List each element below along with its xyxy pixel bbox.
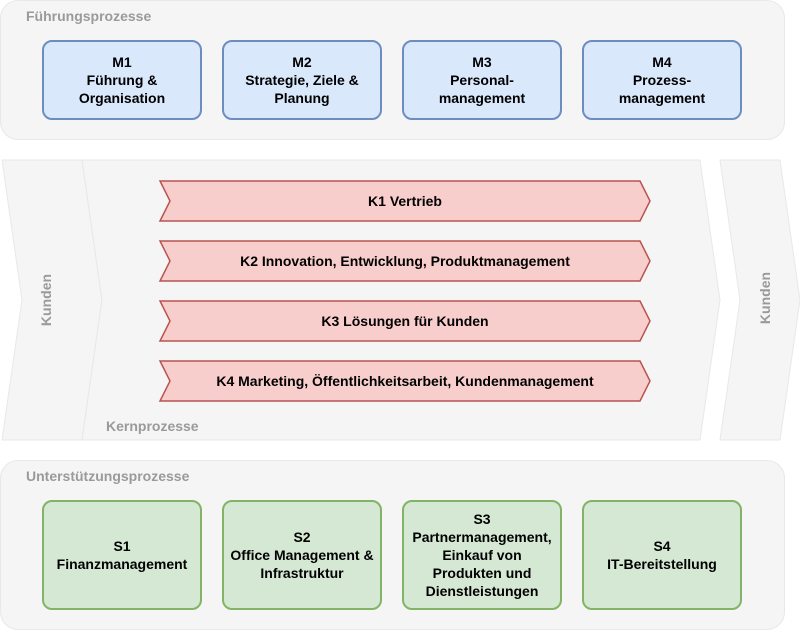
- box-code: S2: [293, 529, 311, 545]
- core-arrow-k1: [158, 180, 651, 222]
- box-code: S4: [653, 538, 671, 554]
- box-code: M4: [652, 54, 672, 70]
- customer-left-label: Kunden: [38, 273, 54, 327]
- core-label-k1: K1 Vertrieb: [368, 193, 442, 209]
- management-box-m3: M3 Personal- management: [402, 40, 562, 120]
- box-label: Strategie, Ziele & Planung: [245, 72, 359, 106]
- support-box-s3: S3 Partnermanagement, Einkauf von Produk…: [402, 500, 562, 610]
- box-code: S3: [473, 511, 491, 527]
- box-label: Führung & Organisation: [78, 72, 166, 106]
- core-label-k4: K4 Marketing, Öffentlichkeitsarbeit, Kun…: [216, 373, 594, 389]
- support-box-s1: S1 Finanzmanagement: [42, 500, 202, 610]
- support-box-s2: S2 Office Management & Infrastruktur: [222, 500, 382, 610]
- management-box-m2: M2 Strategie, Ziele & Planung: [222, 40, 382, 120]
- core-panel-title: Kernprozesse: [106, 418, 199, 434]
- box-code: S1: [113, 538, 131, 554]
- core-arrow-k4: [158, 360, 651, 402]
- support-panel-title: Unterstützungsprozesse: [26, 468, 190, 484]
- management-box-m1: M1 Führung & Organisation: [42, 40, 202, 120]
- box-label: Prozess- management: [618, 72, 706, 106]
- box-label: Office Management & Infrastruktur: [230, 547, 374, 581]
- box-label: Finanzmanagement: [56, 556, 188, 572]
- customer-right-chevron: [719, 159, 800, 441]
- core-arrow-k3: [158, 300, 651, 342]
- box-label: IT-Bereitstellung: [607, 556, 717, 572]
- support-box-s4: S4 IT-Bereitstellung: [582, 500, 742, 610]
- customer-right-label: Kunden: [757, 271, 773, 325]
- management-panel-title: Führungsprozesse: [26, 8, 152, 24]
- core-label-k3: K3 Lösungen für Kunden: [321, 313, 489, 329]
- box-code: M3: [472, 54, 492, 70]
- core-arrow-k2: [158, 240, 651, 282]
- box-code: M2: [292, 54, 312, 70]
- box-code: M1: [112, 54, 132, 70]
- box-label: Personal- management: [438, 72, 526, 106]
- management-box-m4: M4 Prozess- management: [582, 40, 742, 120]
- box-label: Partnermanagement, Einkauf von Produkten…: [412, 529, 552, 599]
- core-label-k2: K2 Innovation, Entwicklung, Produktmanag…: [240, 253, 570, 269]
